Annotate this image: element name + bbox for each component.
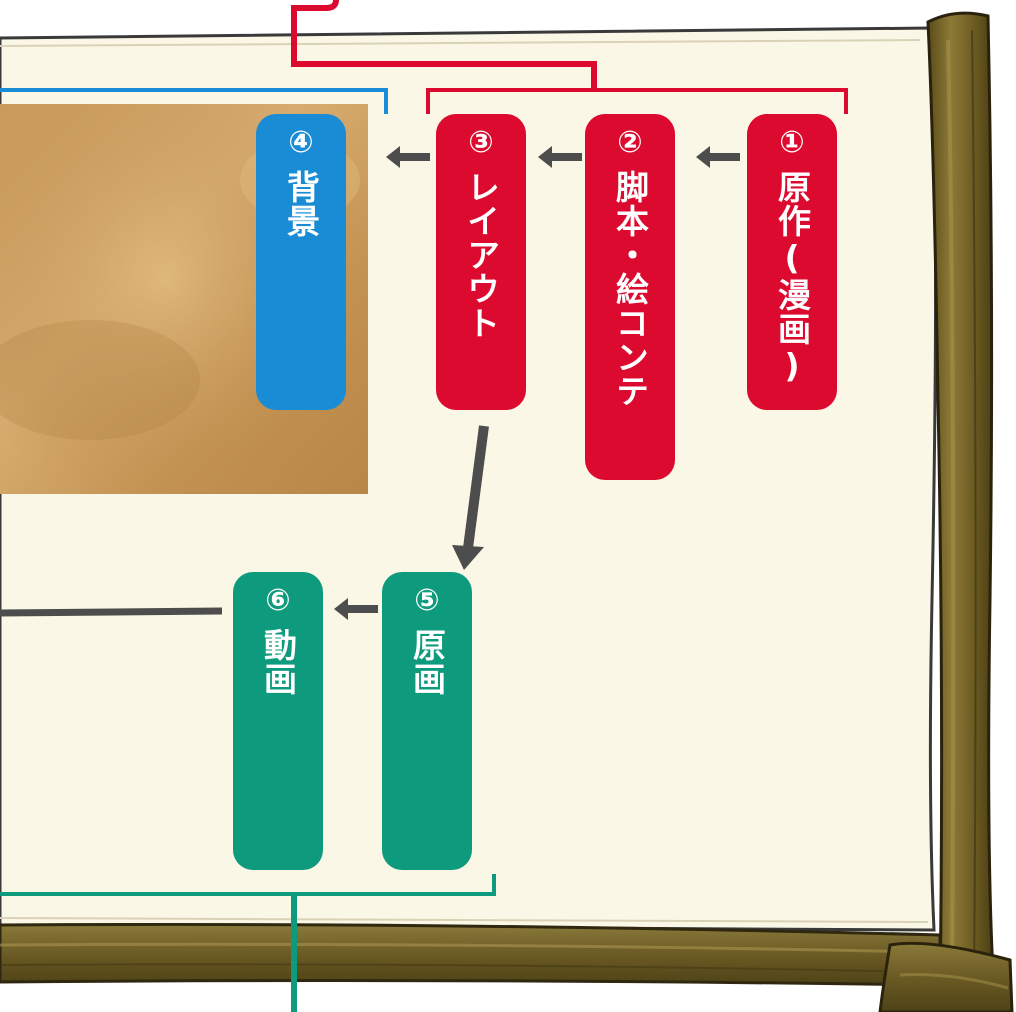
step-label: 動画 <box>258 628 298 696</box>
arrow-left-icon <box>334 598 378 620</box>
step-1-original-manga: ① 原作(漫画) <box>747 114 837 410</box>
arrow-3-to-5 <box>463 425 489 549</box>
step-label: 背景 <box>281 170 321 238</box>
step-3-layout: ③ レイアウト <box>436 114 526 410</box>
step-number: ⑥ <box>265 583 291 618</box>
step-label: 原作(漫画) <box>772 170 812 386</box>
step-4-background: ④ 背景 <box>256 114 346 410</box>
step-6-inbetween-animation: ⑥ 動画 <box>233 572 323 870</box>
step-number: ⑤ <box>414 583 440 618</box>
step-number: ① <box>779 125 805 160</box>
blue-group-bracket <box>0 88 388 114</box>
red-group-connector <box>291 0 597 88</box>
arrow-3-to-5-head <box>452 545 484 570</box>
step-5-key-animation: ⑤ 原画 <box>382 572 472 870</box>
arrow-left-icon <box>386 146 430 168</box>
arrow-left-icon <box>538 146 582 168</box>
step-label: 脚本・絵コンテ <box>610 170 650 408</box>
step-2-script-storyboard: ② 脚本・絵コンテ <box>585 114 675 480</box>
step-number: ④ <box>288 125 314 160</box>
step-label: 原画 <box>407 628 447 696</box>
arrow-left-icon <box>696 146 740 168</box>
step-label: レイアウト <box>461 170 501 340</box>
step-number: ② <box>617 125 643 160</box>
gray-connector <box>0 607 223 617</box>
red-group-bracket <box>426 88 848 114</box>
green-group-bracket <box>0 874 496 896</box>
step-number: ③ <box>468 125 494 160</box>
